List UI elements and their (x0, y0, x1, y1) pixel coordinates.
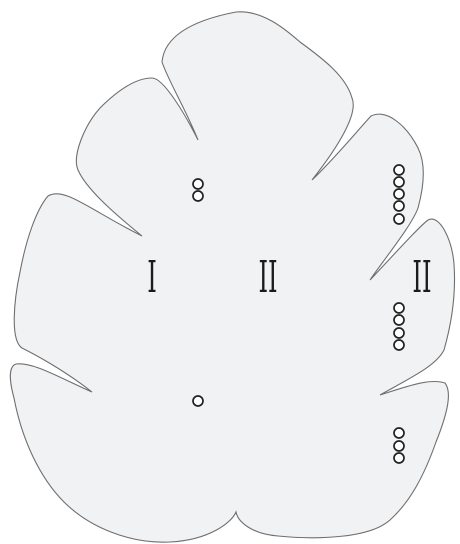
hole (394, 214, 404, 224)
hole (193, 396, 203, 406)
hole (394, 165, 404, 175)
hole (394, 177, 404, 187)
zone-label-center: II (258, 252, 277, 303)
hole (394, 428, 404, 438)
hole (394, 441, 404, 451)
zone-label-left: I (147, 252, 157, 303)
hole (394, 189, 404, 199)
hole (394, 328, 404, 338)
hole (394, 340, 404, 350)
hole (394, 315, 404, 325)
hole (394, 453, 404, 463)
hole (394, 201, 404, 211)
hole-group-right-upper (394, 165, 404, 224)
zone-label-right: II (412, 252, 431, 303)
hole (394, 303, 404, 313)
hole-group-right-lower (394, 428, 404, 463)
hole (193, 179, 203, 189)
hole (193, 191, 203, 201)
hole-group-center-bottom (193, 396, 203, 406)
leaf-outline (10, 12, 454, 542)
